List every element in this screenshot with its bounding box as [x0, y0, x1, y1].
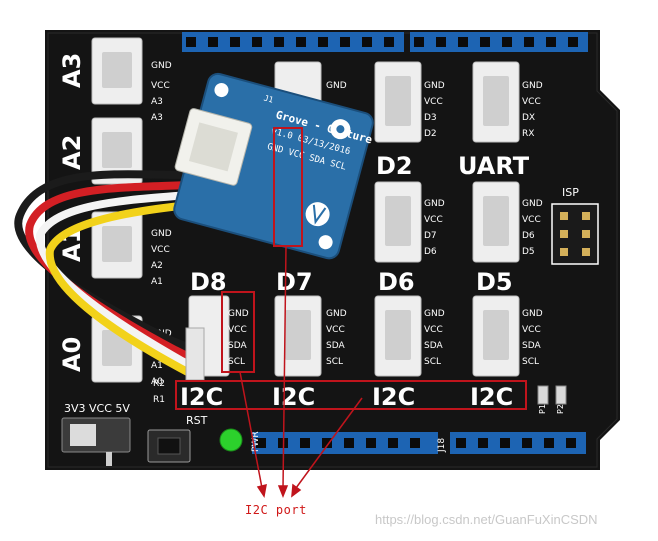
- top-header-right: [410, 32, 588, 52]
- watermark: https://blog.csdn.net/GuanFuXinCSDN: [375, 512, 598, 527]
- pin-scl: SCL: [326, 357, 343, 367]
- pin-scl: SCL: [424, 357, 441, 367]
- gear-icon: [330, 119, 351, 140]
- p1-label: P1: [538, 404, 547, 414]
- highlight-boxes: [175, 127, 527, 410]
- pin-scl: SCL: [228, 357, 245, 367]
- pin-gnd: GND: [522, 309, 543, 319]
- pin-gnd: GND: [522, 199, 543, 209]
- voltage-label: 3V3 VCC 5V: [64, 402, 130, 415]
- port-label-d7: D7: [276, 268, 313, 296]
- pin-a2: A2: [151, 261, 163, 271]
- pin-vcc: VCC: [326, 325, 345, 335]
- r1-label: R1: [153, 395, 165, 405]
- port-label-a0: A0: [58, 337, 86, 372]
- pin-vcc: VCC: [424, 97, 443, 107]
- isp-header: [551, 203, 599, 265]
- port-label-d8: D8: [190, 268, 227, 296]
- pin-sda: SDA: [522, 341, 541, 351]
- bottom-header-left: [252, 432, 438, 454]
- j18-label: J18: [437, 438, 447, 453]
- pin-sda: SDA: [326, 341, 345, 351]
- pin-a0: A0: [151, 377, 163, 387]
- grove-cable: [14, 170, 199, 380]
- grove-logo-icon: [305, 202, 330, 227]
- pwr-label: PWR: [251, 431, 261, 452]
- pin-d6: D6: [522, 231, 535, 241]
- pin-d2: D2: [424, 129, 437, 139]
- pin-a3: A3: [151, 113, 163, 123]
- pin-vcc: VCC: [151, 245, 170, 255]
- reset-button: [147, 429, 191, 463]
- port-label-a3: A3: [58, 53, 86, 88]
- pin-d7: D7: [424, 231, 437, 241]
- bottom-header-right: [450, 432, 586, 454]
- pin-gnd: GND: [326, 309, 347, 319]
- pin-gnd: GND: [326, 81, 347, 91]
- pin-vcc: VCC: [522, 215, 541, 225]
- pin-sda: SDA: [424, 341, 443, 351]
- cable-plug: [185, 327, 205, 381]
- i2c-label-2: I2C: [272, 383, 315, 411]
- pin-sda: SDA: [228, 341, 247, 351]
- port-label-d2: D2: [376, 152, 413, 180]
- port-label-d5: D5: [476, 268, 513, 296]
- pin-vcc: VCC: [522, 97, 541, 107]
- i2c-port-caption: I2C port: [245, 503, 307, 517]
- pin-vcc: VCC: [424, 325, 443, 335]
- sensor-j-label: J1: [263, 93, 275, 104]
- rst-label: RST: [186, 414, 208, 427]
- pin-gnd: GND: [151, 229, 172, 239]
- power-led: [219, 428, 243, 452]
- i2c-label-4: I2C: [470, 383, 513, 411]
- pin-rx: RX: [522, 129, 534, 139]
- highlight-board-pins: [221, 291, 255, 373]
- port-label-uart: UART: [458, 152, 530, 180]
- pin-gnd: GND: [228, 309, 249, 319]
- pin-vcc: VCC: [424, 215, 443, 225]
- pin-d5: D5: [522, 247, 535, 257]
- pin-gnd: GND: [424, 199, 445, 209]
- pin-scl: SCL: [522, 357, 539, 367]
- i2c-label-1: I2C: [180, 383, 223, 411]
- pin-gnd: GND: [522, 81, 543, 91]
- pin-gnd: GND: [151, 61, 172, 71]
- highlight-sensor-pins: [273, 127, 303, 247]
- p2-label: P2: [556, 404, 565, 414]
- pin-gnd: GND: [424, 309, 445, 319]
- port-label-a2: A2: [58, 135, 86, 170]
- pin-vcc: VCC: [522, 325, 541, 335]
- pin-gnd: GND: [424, 81, 445, 91]
- annotation-arrows: [239, 245, 363, 499]
- pin-d3: D3: [424, 113, 437, 123]
- pin-dx: DX: [522, 113, 535, 123]
- highlight-i2c-row: [175, 380, 527, 410]
- pin-vcc: VCC: [228, 325, 247, 335]
- pin-a1: A1: [151, 361, 163, 371]
- top-header-left: [182, 32, 404, 52]
- r2-label: R2: [153, 379, 165, 389]
- i2c-label-3: I2C: [372, 383, 415, 411]
- pin-vcc: VCC: [151, 81, 170, 91]
- pin-a3: A3: [151, 97, 163, 107]
- pin-a1: A1: [151, 277, 163, 287]
- isp-label: ISP: [562, 186, 579, 199]
- pin-d6: D6: [424, 247, 437, 257]
- port-label-d6: D6: [378, 268, 415, 296]
- voltage-switch: [61, 417, 131, 466]
